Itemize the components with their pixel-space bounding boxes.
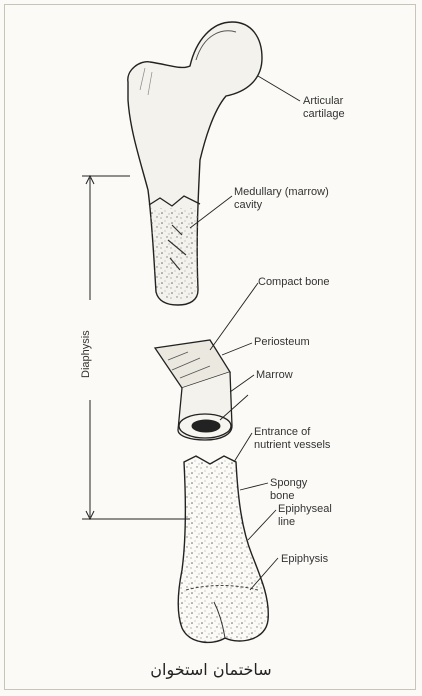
upper-femur xyxy=(128,22,262,305)
shaft-section xyxy=(155,340,232,440)
label-epiphysis: Epiphysis xyxy=(281,553,328,566)
label-epiphyseal-line2: line xyxy=(278,516,332,529)
label-compact-bone: Compact bone xyxy=(258,276,330,289)
figure-caption: ساختمان استخوان xyxy=(0,660,422,679)
label-spongy-line2: bone xyxy=(270,490,307,503)
label-articular-cartilage: Articular cartilage xyxy=(303,95,345,121)
label-articular-line1: Articular xyxy=(303,95,345,108)
label-articular-line2: cartilage xyxy=(303,108,345,121)
label-diaphysis: Diaphysis xyxy=(80,330,92,378)
label-epiphyseal-line: Epiphyseal line xyxy=(278,503,332,529)
label-medullary-cavity: Medullary (marrow) cavity xyxy=(234,186,329,212)
label-medullary-line1: Medullary (marrow) xyxy=(234,186,329,199)
label-nutrient-line1: Entrance of xyxy=(254,426,330,439)
lower-femur xyxy=(178,456,268,642)
label-spongy-bone: Spongy bone xyxy=(270,477,307,503)
label-spongy-line1: Spongy xyxy=(270,477,307,490)
label-epiphyseal-line1: Epiphyseal xyxy=(278,503,332,516)
label-marrow: Marrow xyxy=(256,369,293,382)
label-nutrient-vessels: Entrance of nutrient vessels xyxy=(254,426,330,452)
label-nutrient-line2: nutrient vessels xyxy=(254,439,330,452)
label-medullary-line2: cavity xyxy=(234,199,329,212)
label-periosteum: Periosteum xyxy=(254,336,310,349)
